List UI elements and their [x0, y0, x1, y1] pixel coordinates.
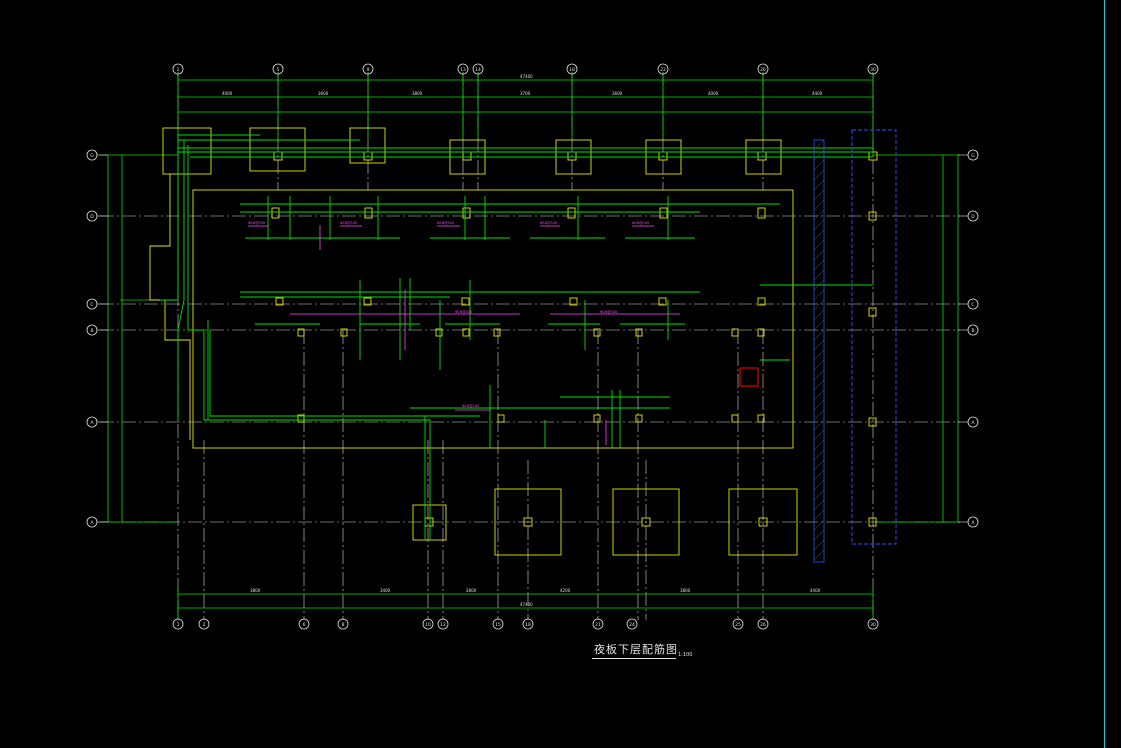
top-axis-label: 18 [569, 67, 575, 73]
svg-text:3700: 3700 [520, 91, 531, 96]
bottom-axis-label: 18 [525, 622, 531, 628]
svg-text:4200: 4200 [560, 588, 571, 593]
svg-text:Φ16@100: Φ16@100 [600, 310, 617, 314]
top-axis-label: 14 [475, 67, 481, 73]
svg-text:3400: 3400 [380, 588, 391, 593]
svg-text:Φ16@100: Φ16@100 [248, 221, 265, 225]
grid-lines [100, 72, 960, 620]
bottom-axis-label: 8 [342, 622, 345, 628]
top-axis-label: 9 [367, 67, 370, 73]
side-axis-bubbles [86, 149, 979, 528]
right-row-label: A [971, 520, 975, 526]
svg-text:4400: 4400 [810, 588, 821, 593]
svg-text:Φ16@100: Φ16@100 [632, 221, 649, 225]
bottom-axis-label: 25 [735, 622, 741, 628]
left-row-label: G [90, 153, 94, 159]
viewport-border [1104, 0, 1105, 748]
top-dimensions [177, 72, 874, 155]
red-marker[interactable] [739, 367, 759, 387]
right-row-label: C [971, 302, 974, 308]
reinforcement-bars [160, 134, 873, 540]
bottom-axis-label: 12 [440, 622, 446, 628]
bottom-axis-label: 6 [303, 622, 306, 628]
left-row-label: A [90, 520, 94, 526]
top-axis-label: 30 [870, 67, 876, 73]
bottom-axis-label: 26 [760, 622, 766, 628]
top-axis-label: 22 [660, 67, 666, 73]
svg-text:Φ16@100: Φ16@100 [540, 221, 557, 225]
bottom-axis-label: 30 [870, 622, 876, 628]
bottom-axis-bubbles [172, 618, 879, 630]
left-row-label: B [90, 328, 93, 334]
slab-outline [149, 127, 878, 556]
top-axis-label: 13 [460, 67, 466, 73]
svg-text:Φ16@100: Φ16@100 [462, 404, 479, 408]
top-axis-label: 26 [760, 67, 766, 73]
svg-text:3600: 3600 [318, 91, 329, 96]
left-row-label: C [90, 302, 93, 308]
svg-text:Φ16@100: Φ16@100 [437, 221, 454, 225]
svg-text:3800: 3800 [250, 588, 261, 593]
bottom-dimensions [177, 585, 874, 620]
svg-text:3600: 3600 [612, 91, 623, 96]
bottom-axis-label: 24 [629, 622, 635, 628]
bottom-axis-label: 1 [177, 622, 180, 628]
svg-text:3800: 3800 [680, 588, 691, 593]
top-axis-label: 5 [277, 67, 280, 73]
right-row-label: B [971, 328, 974, 334]
bottom-axis-label: 2 [203, 622, 206, 628]
svg-text:4400: 4400 [812, 91, 823, 96]
svg-text:2800: 2800 [466, 588, 477, 593]
svg-text:4000: 4000 [222, 91, 233, 96]
overall-dim-top: 47400 [520, 74, 533, 79]
left-row-label: A [90, 420, 94, 426]
overall-dim-bottom: 47400 [520, 602, 533, 607]
svg-text:4000: 4000 [708, 91, 719, 96]
svg-text:Φ16@100: Φ16@100 [455, 310, 472, 314]
right-row-label: G [971, 153, 975, 159]
annotations-magenta [248, 225, 680, 445]
drawing-scale: 1:100 [678, 652, 693, 658]
drawing-title: 夜板下层配筋图 [594, 643, 678, 656]
bottom-axis-label: 10 [425, 622, 431, 628]
right-row-label: D [971, 214, 975, 220]
svg-text:Φ16@100: Φ16@100 [340, 221, 357, 225]
side-dimensions [100, 154, 960, 523]
top-axis-bubbles [172, 63, 879, 75]
right-row-label: A [971, 420, 975, 426]
svg-text:3800: 3800 [412, 91, 423, 96]
top-dimension-values: 47400 4000 3600 3800 3700 3600 4000 4400 [222, 74, 823, 96]
top-axis-label: 1 [177, 67, 180, 73]
retaining-wall-hatch [813, 129, 897, 563]
left-row-label: D [90, 214, 94, 220]
title-underline [592, 658, 676, 659]
bottom-axis-label: 21 [595, 622, 601, 628]
bottom-axis-label: 15 [495, 622, 501, 628]
